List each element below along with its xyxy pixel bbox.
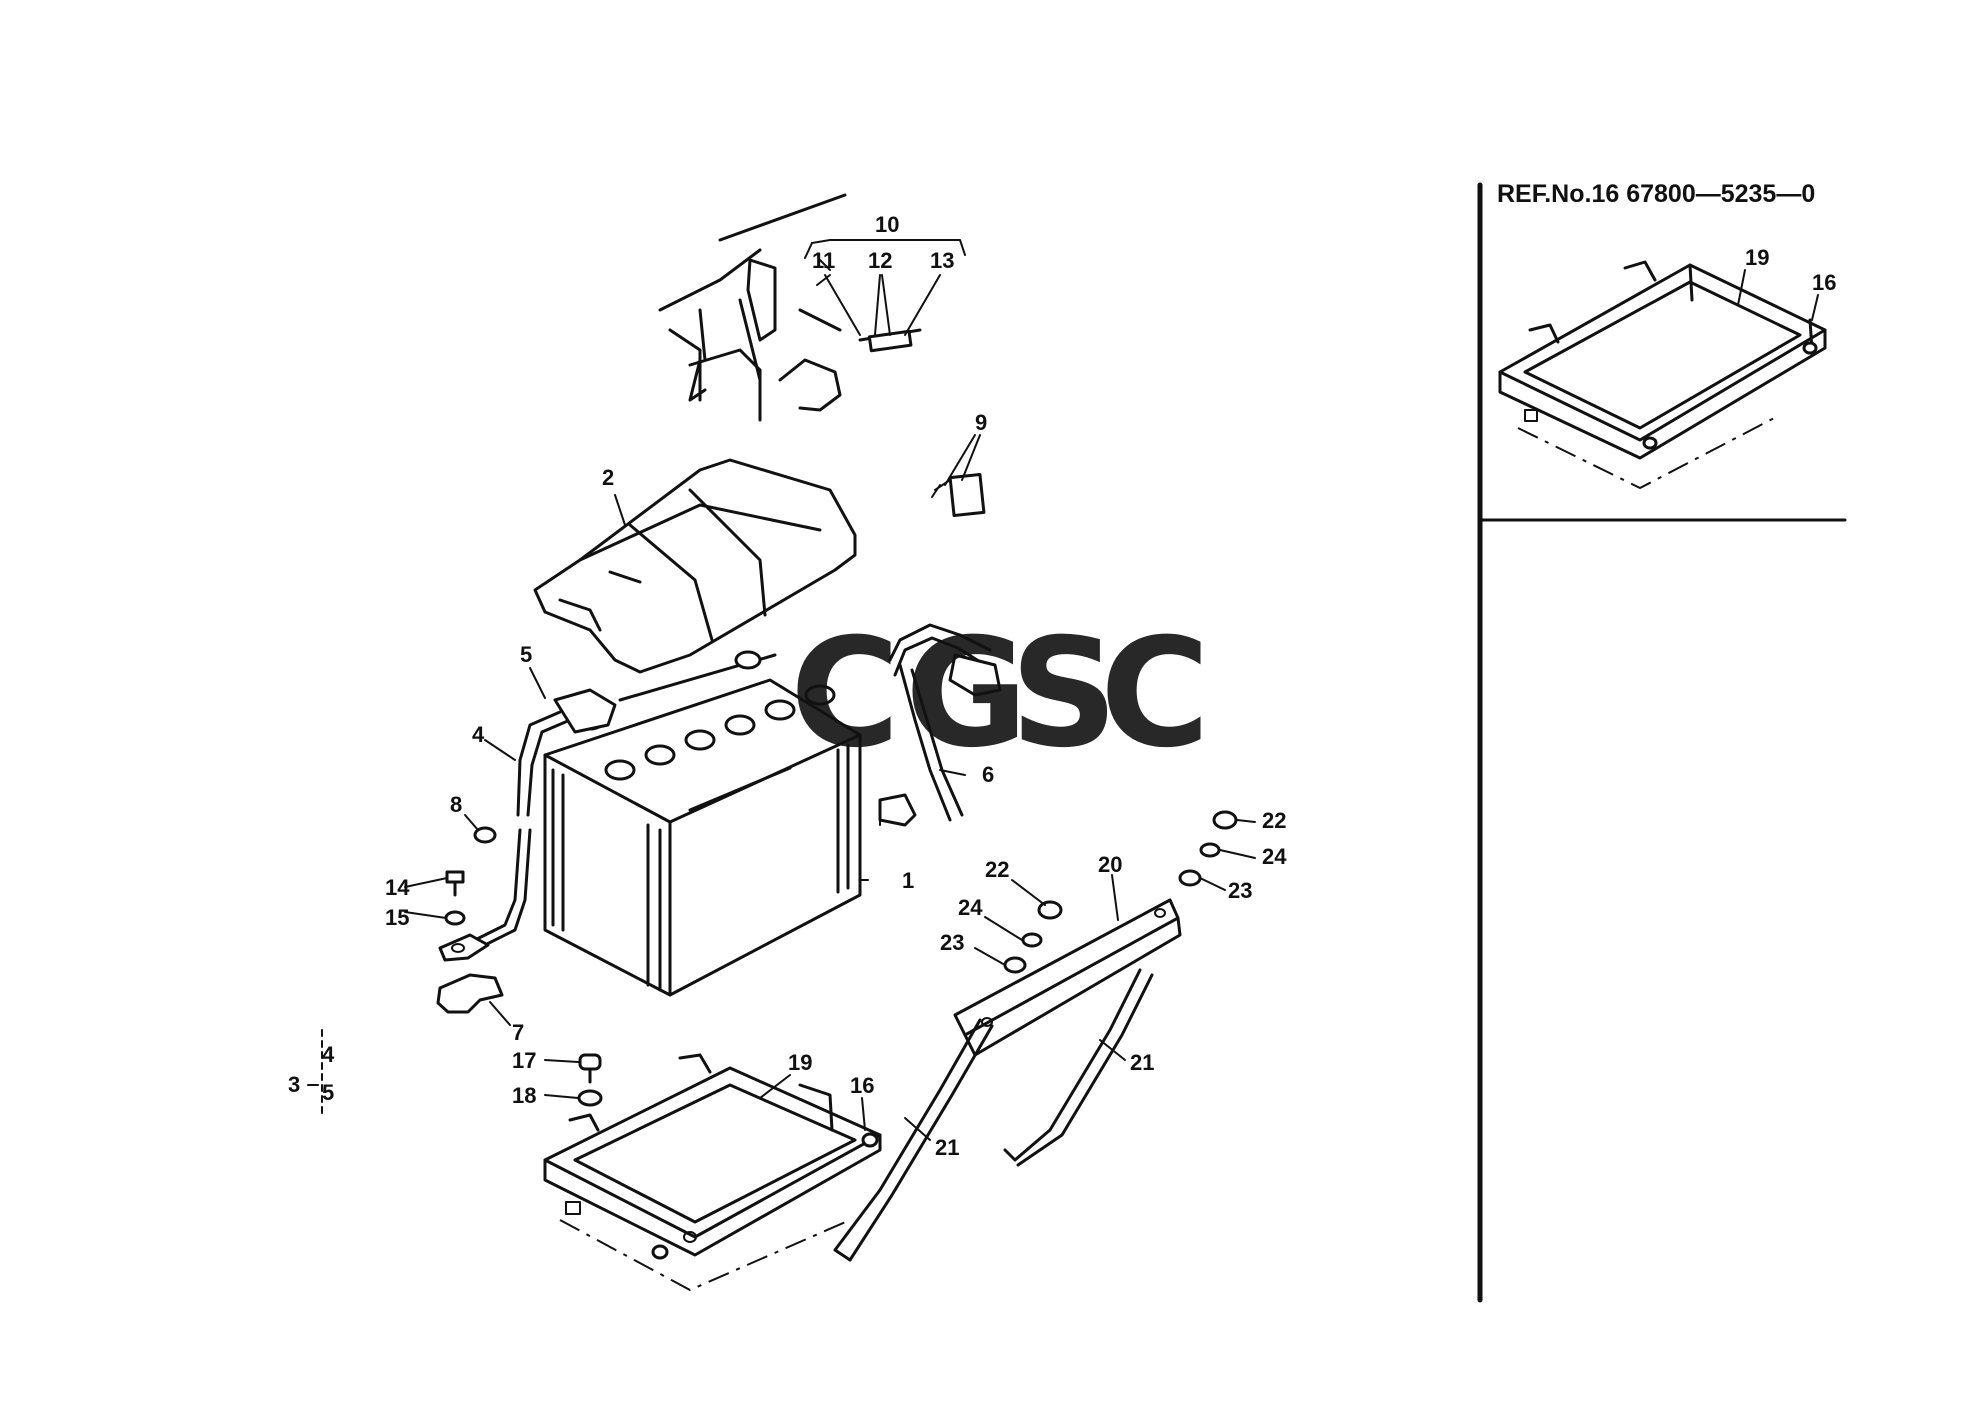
callout-2: 2 [602,465,614,490]
battery-cell-caps [604,684,836,781]
leaders-10-13 [824,274,941,336]
part-23-washer-left [1003,956,1027,974]
part-8-nut [473,826,497,844]
callout-7: 7 [512,1020,524,1045]
callout-12: 12 [868,248,892,273]
callout-14: 14 [385,875,410,900]
callout-4: 4 [472,722,485,747]
part-22-nut-left [1037,900,1063,920]
watermark: C G S C [790,607,1210,781]
part-23-washer-right [1178,869,1202,887]
callout-22b: 22 [1262,808,1286,833]
callout-10: 10 [875,212,899,237]
callout-3: 3 [288,1072,300,1097]
callout-leaders [404,494,1256,1141]
watermark-letter-c2: C [1100,607,1210,781]
callout-6: 6 [982,762,994,787]
callout-3-sub-4: 4 [322,1042,335,1067]
battery-tray-main [543,1053,882,1292]
terminal-cap-part-7 [436,973,504,1014]
part-22-nut-right [1212,810,1238,830]
callout-22a: 22 [985,857,1009,882]
part-24-washer-right [1199,842,1221,858]
battery-cover [533,458,857,674]
part-24-washer-left [1021,932,1043,948]
callout-24a: 24 [958,895,983,920]
callout-21a: 21 [935,1135,959,1160]
part-18-washer [577,1089,603,1107]
callout-17: 17 [512,1048,536,1073]
callout-3-sub-5: 5 [322,1080,334,1105]
callout-9: 9 [975,410,987,435]
callout-1: 1 [902,868,914,893]
callout-21b: 21 [1130,1050,1154,1075]
inset-callout-16: 16 [1812,270,1836,295]
callout-16: 16 [850,1073,874,1098]
callout-5: 5 [520,642,532,667]
watermark-letter-g: G [905,607,1028,781]
inset-callout-19: 19 [1745,245,1769,270]
battery [543,650,862,997]
group-3-bracket [307,1029,323,1116]
part-17-bolt-head [578,1053,602,1071]
callout-24b: 24 [1262,844,1287,869]
part-15-washer [444,910,466,926]
hold-down-assembly [833,810,1238,1262]
inset-reference: REF.No.16 67800—5235—0 [1497,180,1815,208]
callout-11: 11 [812,248,835,273]
callout-8: 8 [450,792,462,817]
tag-part-9 [931,434,986,517]
callout-23b: 23 [1228,878,1252,903]
callout-13: 13 [930,248,954,273]
frame-mount-drawing [658,193,966,422]
watermark-letter-s: S [1010,607,1118,781]
callout-20: 20 [1098,852,1122,877]
callout-18: 18 [512,1083,536,1108]
callout-23a: 23 [940,930,964,955]
battery-terminal-positive [734,650,762,670]
cable-assembly-part-4 [438,688,617,962]
cable-part-6 [878,623,1002,827]
callout-numbers: 10 11 12 13 9 2 5 4 8 6 1 14 15 7 17 18 … [288,212,1287,1160]
watermark-letter-c1: C [790,607,900,781]
inset-tray-drawing [1498,260,1827,490]
callout-15: 15 [385,905,409,930]
callout-19: 19 [788,1050,812,1075]
inset-panel: REF.No.16 67800—5235—0 19 16 [1477,180,1847,1303]
